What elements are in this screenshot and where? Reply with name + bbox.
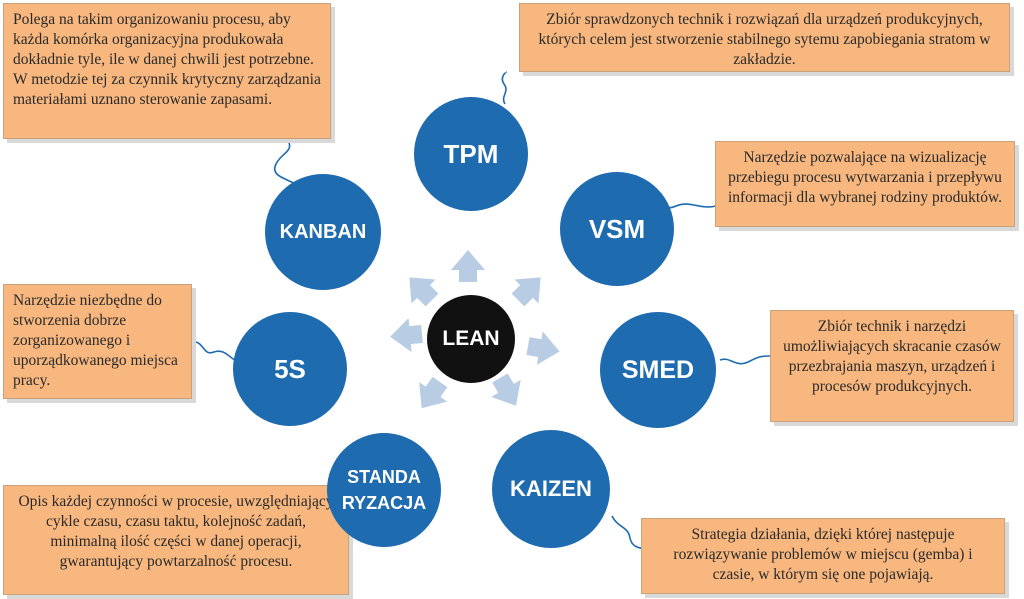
node-vsm: VSM xyxy=(560,172,674,286)
node-kaizen-label: KAIZEN xyxy=(510,476,592,501)
connector-tpm xyxy=(501,71,507,105)
description-smed: Zbiór technik i narzędzi umożliwiających… xyxy=(770,310,1014,422)
arrow-up xyxy=(451,250,485,282)
connector-kanban xyxy=(273,139,301,187)
description-standaryzacja: Opis każdej czynności w procesie, uwzglę… xyxy=(3,485,349,595)
description-vsm: Narzędzie pozwalające na wizualizację pr… xyxy=(715,141,1015,227)
node-standaryzacja-label: STANDA RYZACJA xyxy=(341,467,427,513)
node-tpm: TPM xyxy=(414,97,528,211)
node-smed-label: SMED xyxy=(621,355,695,384)
node-tpm-label: TPM xyxy=(443,138,499,169)
node-kanban-label: KANBAN xyxy=(279,220,367,243)
description-tpm: Zbiór sprawdzonych technik i rozwiązań d… xyxy=(519,3,1010,72)
arrow-upleft xyxy=(409,277,439,307)
arrow-upright xyxy=(511,277,541,307)
node-smed: SMED xyxy=(600,312,716,428)
arrow-downleft xyxy=(419,376,448,409)
node-vsm-label: VSM xyxy=(588,213,646,244)
arrow-right xyxy=(526,331,560,365)
description-kaizen: Strategia działania, dzięki której nastę… xyxy=(641,518,1005,594)
node-kanban: KANBAN xyxy=(265,174,381,290)
node-5s-label: 5S xyxy=(274,353,306,384)
node-standaryzacja: STANDA RYZACJA xyxy=(327,433,441,547)
arrow-downright xyxy=(491,373,521,406)
connector-smed xyxy=(719,355,771,365)
node-5s: 5S xyxy=(233,312,347,426)
node-lean-center: LEAN xyxy=(427,295,515,383)
description-kanban: Polega na takim organizowaniu procesu, a… xyxy=(3,3,331,139)
arrow-left xyxy=(390,318,423,352)
description-5s: Narzędzie niezbędne do stworzenia dobrze… xyxy=(3,284,192,399)
node-lean-label: LEAN xyxy=(442,327,500,350)
node-kaizen: KAIZEN xyxy=(492,430,610,548)
